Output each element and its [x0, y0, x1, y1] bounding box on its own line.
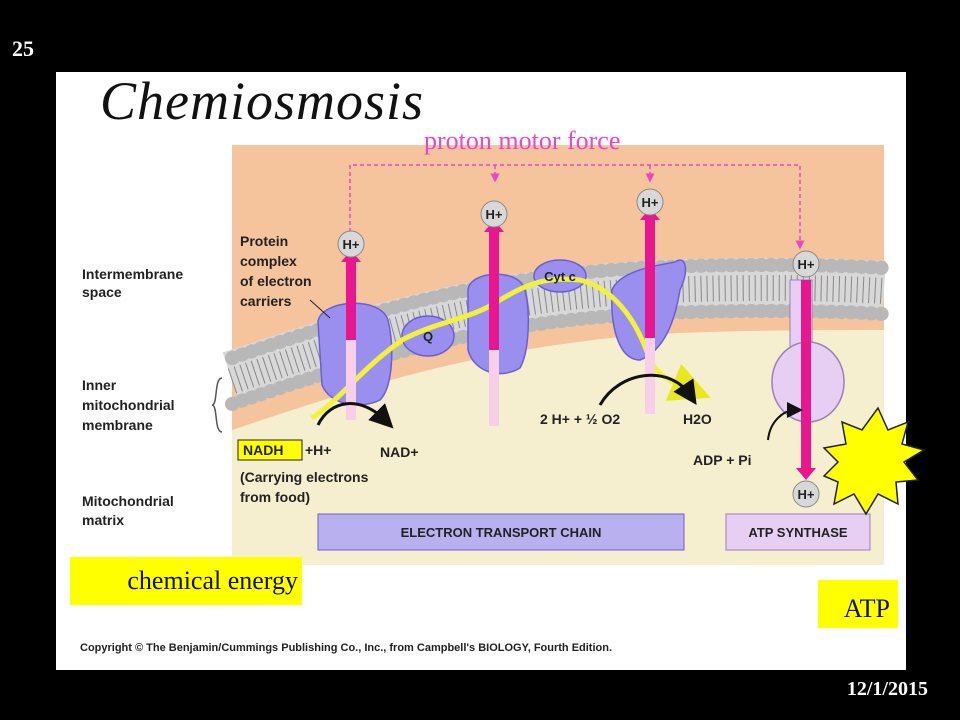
cytc-label: Cyt c: [544, 269, 576, 284]
cytochrome-c: [533, 259, 587, 293]
slide-number: 25: [12, 36, 34, 61]
hydrogen-ions: [337, 188, 820, 508]
oxygen-reaction-arrow: [598, 373, 697, 406]
nadh-reaction-arrow: [316, 402, 394, 429]
water-label: H2O: [683, 411, 712, 427]
date-label: 12/1/2015: [846, 678, 928, 700]
protein-complex-leader: [309, 299, 331, 319]
adp-reaction-arrow: [767, 402, 803, 441]
two-h-oxygen-label: 2 H+ + ½ O2: [540, 411, 620, 427]
protein-complex-label: Protein complex of electron carriers: [240, 233, 315, 309]
h-ion-label-4: H+: [798, 257, 815, 272]
intermembrane-label: Intermembrane space: [82, 266, 187, 300]
atp-box: ATP: [818, 580, 898, 628]
chemical-energy-box: chemical energy: [70, 557, 302, 605]
matrix-region: [232, 330, 884, 565]
etc-bar: [317, 513, 685, 551]
membrane-bracket: [211, 377, 223, 433]
matrix-label: Mitochondrial matrix: [82, 493, 178, 528]
h-ion-label-2: H+: [486, 207, 503, 222]
adp-label: ADP + Pi: [693, 452, 752, 468]
proton-pump-arrows: [341, 208, 816, 480]
proton-force-path: [349, 164, 805, 250]
nadh-plus-h-label: +H+: [305, 442, 331, 458]
h-ion-label-5: H+: [798, 487, 815, 502]
nad-plus-label: NAD+: [380, 444, 419, 460]
atp-synthase-bar: [725, 513, 871, 551]
nadh-box: [237, 439, 303, 461]
proton-motor-force-label: proton motor force: [424, 126, 621, 155]
inner-membrane-label: Inner mitochondrial membrane: [82, 377, 178, 433]
q-label: Q: [423, 329, 433, 344]
copyright-text: Copyright © The Benjamin/Cummings Publis…: [80, 642, 613, 654]
h-ion-label-1: H+: [343, 237, 360, 252]
atp-starburst: [822, 406, 926, 516]
nadh-label: NADH: [243, 442, 283, 458]
etc-bar-label: ELECTRON TRANSPORT CHAIN: [401, 525, 602, 540]
atp-synthase-bar-label: ATP SYNTHASE: [748, 525, 848, 540]
page-title: Chemiosmosis: [100, 71, 425, 131]
carrying-electrons-label: (Carrying electrons from food): [240, 469, 372, 505]
h-ion-label-3: H+: [642, 195, 659, 210]
